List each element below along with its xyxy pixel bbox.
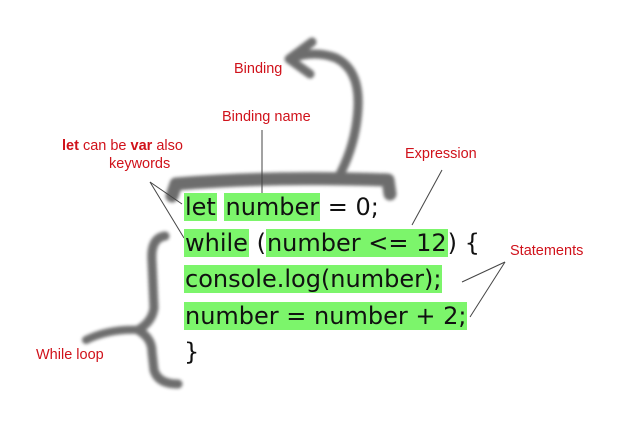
keyword-while: while	[184, 229, 249, 257]
while-pointer-line	[149, 181, 185, 239]
label-let-var-note: let can be var also	[62, 138, 183, 154]
code-line-2: while (number <= 12) {	[184, 228, 480, 258]
statement-console-log: console.log(number);	[184, 265, 443, 293]
code-line-3: console.log(number);	[184, 264, 443, 294]
code-line-5: }	[184, 337, 199, 367]
paren-open: (	[248, 229, 266, 257]
label-keywords: keywords	[109, 156, 171, 172]
while-loop-pointer-stroke	[82, 325, 146, 344]
paren-close-brace: ) {	[447, 229, 480, 257]
let-pointer-line	[149, 181, 183, 205]
binding-name-number: number	[224, 193, 321, 221]
label-binding-name: Binding name	[222, 109, 311, 125]
binding-arrowhead-stroke	[284, 37, 317, 79]
keyword-let: let	[184, 193, 217, 221]
closing-brace: }	[184, 338, 200, 366]
label-binding: Binding	[234, 61, 283, 77]
statements-pointer-line-1	[461, 261, 506, 283]
label-var-word: var	[130, 138, 153, 154]
code-line-4: number = number + 2;	[184, 301, 468, 331]
expression-pointer-line	[411, 169, 443, 226]
binding-bracket-stroke	[165, 172, 397, 203]
label-also: also	[152, 138, 183, 154]
binding-arrow-stroke	[287, 49, 363, 183]
loop-condition-expression: number <= 12	[265, 229, 448, 257]
statements-pointer-line-2	[469, 261, 506, 318]
label-statements: Statements	[510, 243, 584, 259]
while-loop-brace-stroke	[133, 231, 183, 389]
code-line-1: let number = 0;	[184, 192, 379, 222]
statement-increment: number = number + 2;	[184, 302, 468, 330]
assignment-rest: = 0;	[320, 193, 379, 221]
label-let-word: let	[62, 138, 79, 154]
label-while-loop: While loop	[36, 347, 104, 363]
label-can-be: can be	[78, 138, 131, 154]
label-expression: Expression	[405, 146, 477, 162]
